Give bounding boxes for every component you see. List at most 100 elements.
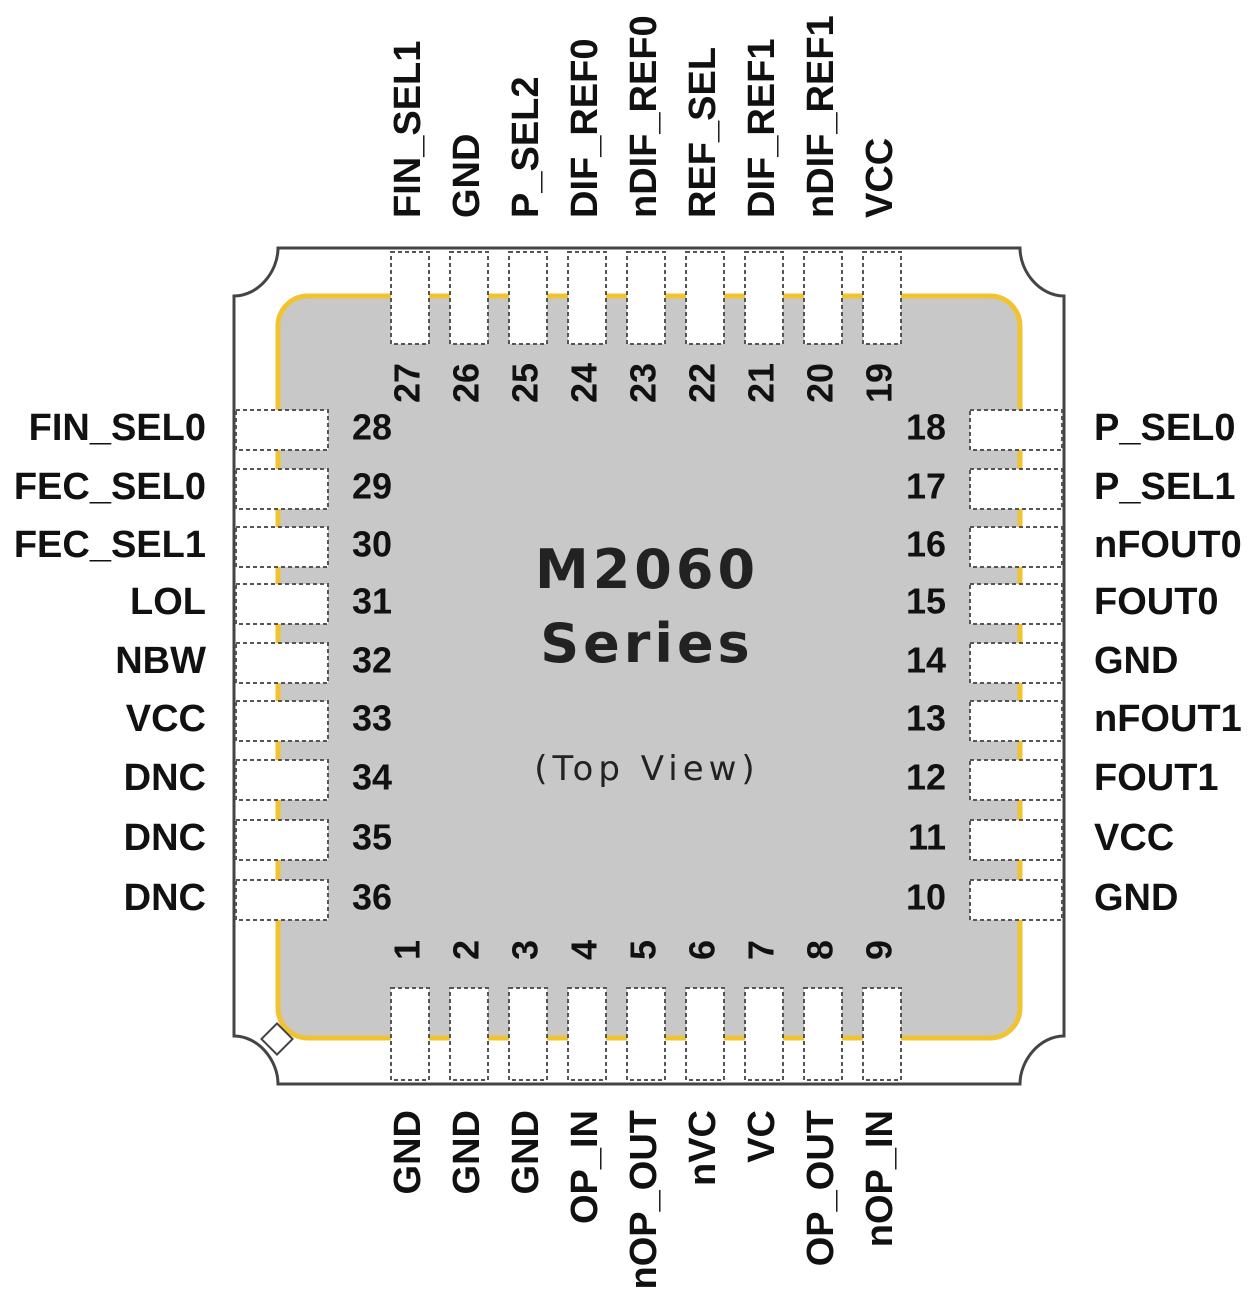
pin-number-33: 33 xyxy=(352,698,392,739)
pin-pad-26 xyxy=(449,251,489,345)
pin-pad-2 xyxy=(449,987,489,1081)
pin-name-25: P_SEL2 xyxy=(505,76,547,218)
pin-name-33: VCC xyxy=(126,698,206,740)
pin-name-10: GND xyxy=(1094,877,1178,919)
pin-pad-32 xyxy=(235,642,329,684)
pin-name-12: FOUT1 xyxy=(1094,757,1219,799)
pin-name-11: VCC xyxy=(1094,817,1174,859)
pin-pad-20 xyxy=(803,251,843,345)
pin-pad-10 xyxy=(969,879,1063,921)
pin-pad-5 xyxy=(626,987,666,1081)
pin-number-9: 9 xyxy=(859,940,900,960)
pin-number-35: 35 xyxy=(352,817,392,858)
pin-number-24: 24 xyxy=(564,363,605,403)
pin-number-27: 27 xyxy=(387,363,428,403)
pin-name-20: nDIF_REF1 xyxy=(800,15,842,218)
pin-name-13: nFOUT1 xyxy=(1094,698,1242,740)
chip-name: M2060 xyxy=(535,538,759,601)
pin-number-14: 14 xyxy=(906,640,946,681)
pin-name-17: P_SEL1 xyxy=(1094,466,1236,508)
pin-pad-22 xyxy=(685,251,725,345)
pin-name-3: GND xyxy=(505,1110,547,1194)
pin-number-18: 18 xyxy=(906,407,946,448)
pin-name-1: GND xyxy=(387,1110,429,1194)
pin-pad-31 xyxy=(235,583,329,625)
pin-name-5: nOP_OUT xyxy=(623,1110,665,1289)
pin-number-17: 17 xyxy=(906,466,946,507)
pin-pad-17 xyxy=(969,468,1063,510)
pin-number-12: 12 xyxy=(906,757,946,798)
pin-name-8: OP_OUT xyxy=(800,1110,842,1266)
pin-pad-18 xyxy=(969,409,1063,451)
pin-name-23: nDIF_REF0 xyxy=(623,15,665,218)
pin-pad-29 xyxy=(235,468,329,510)
pin-pad-21 xyxy=(744,251,784,345)
pin1-index-marker xyxy=(260,1022,294,1056)
pin-number-19: 19 xyxy=(859,363,900,403)
pin-number-21: 21 xyxy=(741,363,782,403)
pin-number-31: 31 xyxy=(352,581,392,622)
pin-name-30: FEC_SEL1 xyxy=(14,524,206,566)
pin-name-2: GND xyxy=(446,1110,488,1194)
pin-pad-11 xyxy=(969,819,1063,861)
pin-pad-33 xyxy=(235,700,329,742)
pin-number-25: 25 xyxy=(505,363,546,403)
pin-name-14: GND xyxy=(1094,640,1178,682)
pin-pad-30 xyxy=(235,526,329,568)
pin-name-29: FEC_SEL0 xyxy=(14,466,206,508)
pin-number-3: 3 xyxy=(505,940,546,960)
pin-number-13: 13 xyxy=(906,698,946,739)
pin-name-22: REF_SEL xyxy=(682,47,724,218)
pin-name-34: DNC xyxy=(124,757,206,799)
pin-number-34: 34 xyxy=(352,757,392,798)
pin-pad-9 xyxy=(862,987,902,1081)
pin-pad-7 xyxy=(744,987,784,1081)
pin-pad-6 xyxy=(685,987,725,1081)
pin-pad-8 xyxy=(803,987,843,1081)
pin-pad-24 xyxy=(567,251,607,345)
pin-number-5: 5 xyxy=(623,940,664,960)
pin-number-4: 4 xyxy=(564,940,605,960)
pin-pad-23 xyxy=(626,251,666,345)
pin-number-15: 15 xyxy=(906,581,946,622)
pin-name-28: FIN_SEL0 xyxy=(29,407,206,449)
pin-number-1: 1 xyxy=(387,940,428,960)
pin-name-36: DNC xyxy=(124,877,206,919)
pin-pad-16 xyxy=(969,526,1063,568)
pin-pad-12 xyxy=(969,759,1063,801)
pin-number-6: 6 xyxy=(682,940,723,960)
pin-name-21: DIF_REF1 xyxy=(741,39,783,218)
pin-name-35: DNC xyxy=(124,817,206,859)
pin-pad-35 xyxy=(235,819,329,861)
pin-number-2: 2 xyxy=(446,940,487,960)
pin-number-10: 10 xyxy=(906,877,946,918)
pin-pad-14 xyxy=(969,642,1063,684)
pin-name-19: VCC xyxy=(859,138,901,218)
pin-pad-28 xyxy=(235,409,329,451)
pin-name-6: nVC xyxy=(682,1110,724,1186)
pin-name-26: GND xyxy=(446,134,488,218)
pin-pad-19 xyxy=(862,251,902,345)
pin-number-7: 7 xyxy=(741,940,782,960)
pin-pad-4 xyxy=(567,987,607,1081)
pin-name-27: FIN_SEL1 xyxy=(387,41,429,218)
pin-name-9: nOP_IN xyxy=(859,1110,901,1247)
pin-pad-27 xyxy=(390,251,430,345)
pin-name-31: LOL xyxy=(130,581,206,623)
pin-name-4: OP_IN xyxy=(564,1110,606,1224)
pin-number-8: 8 xyxy=(800,940,841,960)
pin-pad-34 xyxy=(235,759,329,801)
pin-number-26: 26 xyxy=(446,363,487,403)
pin-number-23: 23 xyxy=(623,363,664,403)
pin-name-7: VC xyxy=(741,1110,783,1163)
pin-name-18: P_SEL0 xyxy=(1094,407,1236,449)
pin-number-22: 22 xyxy=(682,363,723,403)
pin-number-29: 29 xyxy=(352,466,392,507)
pin-number-30: 30 xyxy=(352,524,392,565)
pin-number-11: 11 xyxy=(908,817,946,858)
pin-number-16: 16 xyxy=(906,524,946,565)
chip-view-label: (Top View) xyxy=(534,749,759,789)
pin-name-32: NBW xyxy=(115,640,206,682)
pin-pads xyxy=(235,251,1063,1081)
